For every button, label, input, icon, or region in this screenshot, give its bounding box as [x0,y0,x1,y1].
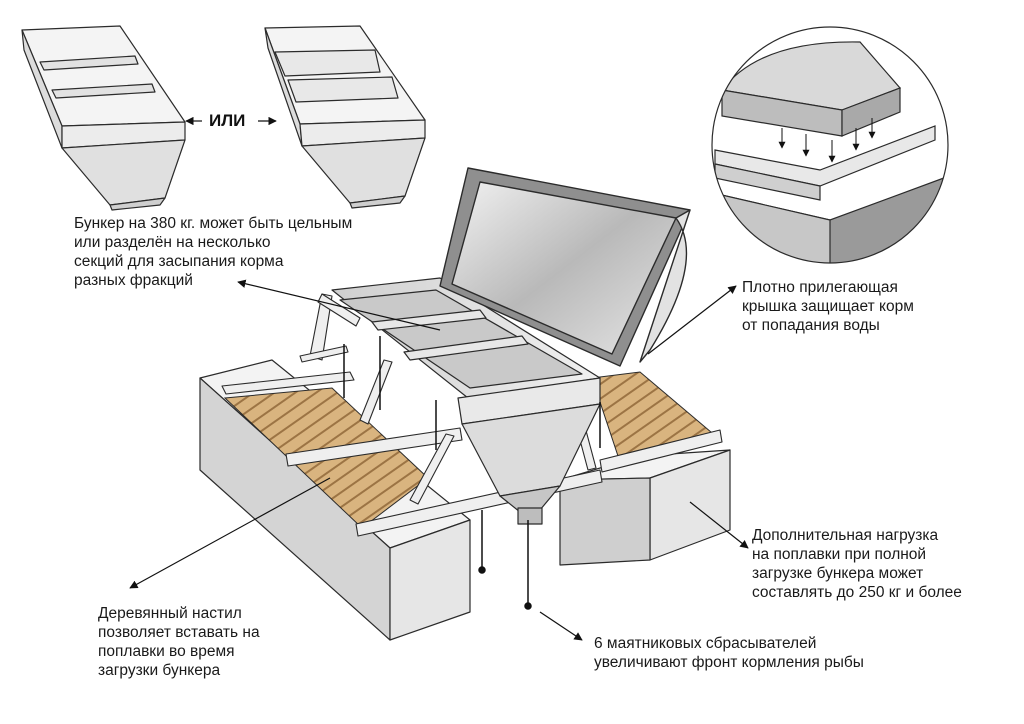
callout-deck-line: Деревянный настил [98,605,242,622]
callout-lid-line: крышка защищает корм [742,298,914,315]
callout-hopper: Бункер на 380 кг. может быть цельным или… [74,214,352,290]
callout-deck-line: позволяет вставать на [98,624,260,641]
hopper [331,277,601,525]
callout-hopper-line: или разделён на несколько [74,234,271,251]
lid-seal-detail [711,26,949,264]
callout-hopper-line: Бункер на 380 кг. может быть цельным [74,215,353,232]
callout-load: Дополнительная нагрузка на поплавки при … [752,526,962,602]
callout-load-line: Дополнительная нагрузка [752,527,939,544]
callout-dispensers-line: увеличивают фронт кормления рыбы [594,654,864,671]
pendulum-dispensers [343,336,601,610]
callout-dispensers-line: 6 маятниковых сбрасывателей [594,635,817,652]
or-label: ИЛИ [209,111,246,130]
callout-lid-line: от попадания воды [742,317,880,334]
right-float [559,449,731,566]
callout-lid-line: Плотно прилегающая [742,279,898,296]
callout-dispensers: 6 маятниковых сбрасывателей увеличивают … [594,634,864,672]
open-lid [439,167,691,367]
callout-hopper-line: секций для засыпания корма [74,253,284,270]
callout-deck: Деревянный настил позволяет вставать на … [98,604,260,680]
pressure-arrows [778,118,876,163]
callout-load-line: составлять до 250 кг и более [752,584,962,601]
leader-arrows [129,279,749,641]
callout-hopper-line: разных фракций [74,272,193,289]
callout-lid: Плотно прилегающая крышка защищает корм … [742,278,914,335]
callout-load-line: загрузке бункера может [752,565,924,582]
callout-deck-line: поплавки во время [98,643,235,660]
hopper-variant-single [21,25,186,211]
hopper-variant-sectioned [264,25,426,209]
callout-deck-line: загрузки бункера [98,662,221,679]
callout-load-line: на поплавки при полной [752,546,927,563]
